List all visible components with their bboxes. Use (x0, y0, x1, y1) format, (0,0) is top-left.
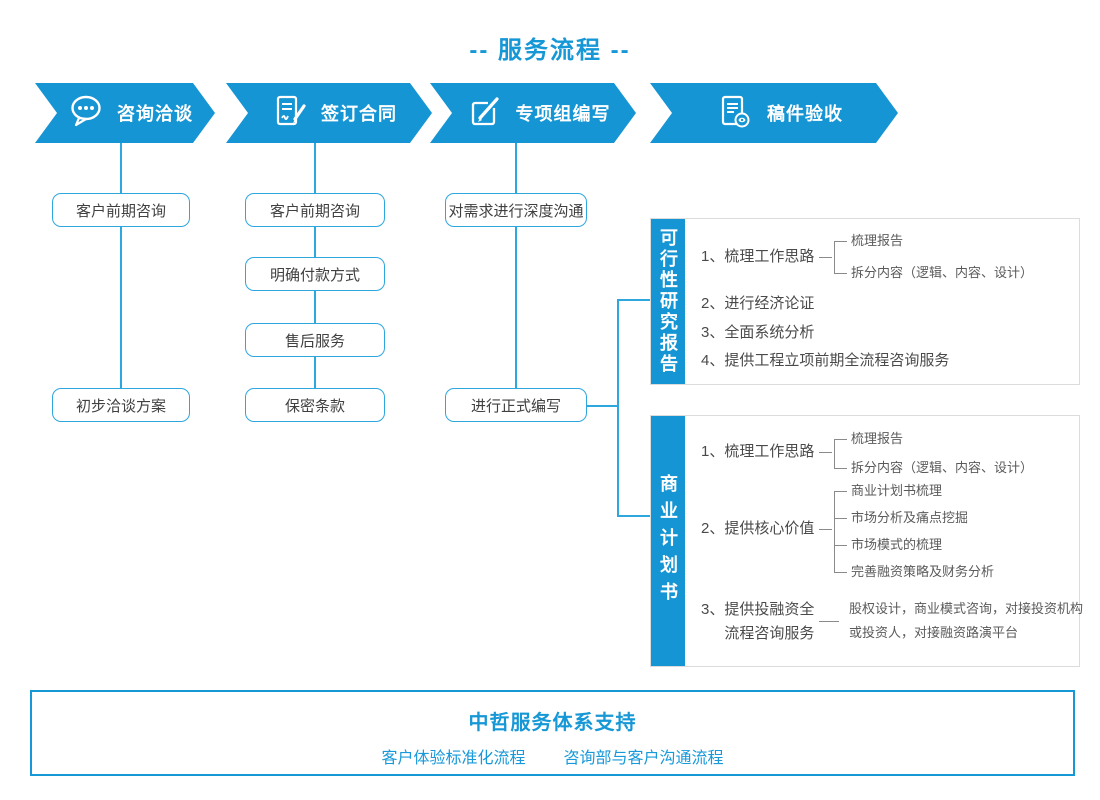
connector-line (120, 143, 122, 193)
chat-bubble-icon (67, 94, 105, 133)
footer-title: 中哲服务体系支持 (468, 712, 637, 734)
bracket-line (819, 257, 832, 258)
step-consultation: 咨询洽谈 (35, 83, 215, 143)
flow-box: 对需求进行深度沟通 (445, 193, 587, 227)
item-number: 4、 (701, 352, 725, 369)
item-label: 提供核心价值 (724, 520, 815, 537)
sub-item: 梳理报告 (851, 431, 904, 446)
page-title: -- 服务流程 -- (469, 37, 631, 64)
connector-line (617, 299, 619, 517)
section-item: 1、 梳理工作思路 (701, 442, 814, 462)
item-number: 3、 (701, 324, 725, 341)
sub-item: 梳理报告 (851, 233, 904, 248)
footer-link-consulting-communication[interactable]: 咨询部与客户沟通流程 (563, 750, 724, 767)
item-note: 股权设计，商业模式咨询，对接投资机构或投资人，对接融资路演平台 (849, 601, 1084, 640)
connector-line (314, 143, 316, 193)
flow-box: 保密条款 (245, 388, 385, 422)
connector-line (515, 227, 517, 388)
bracket-line (819, 621, 839, 622)
step-sign-contract: 签订合同 (226, 83, 432, 143)
section-feasibility-report: 可行性研究报告 1、 梳理工作思路 梳理报告 拆分内容（逻辑、内容、设计） 2、… (650, 218, 1080, 385)
bracket-line (834, 241, 847, 242)
sub-item: 拆分内容（逻辑、内容、设计） (851, 460, 1034, 475)
step-label: 专项组编写 (515, 104, 611, 124)
bracket-line (819, 452, 832, 453)
flow-box: 客户前期咨询 (245, 193, 385, 227)
footer-link-customer-experience[interactable]: 客户体验标准化流程 (381, 750, 526, 767)
item-number: 1、 (701, 248, 725, 265)
footer-links: 客户体验标准化流程 咨询部与客户沟通流程 (32, 744, 1073, 768)
bracket-line (834, 273, 847, 274)
sub-item: 完善融资策略及财务分析 (851, 564, 995, 579)
flow-box: 明确付款方式 (245, 257, 385, 291)
item-number: 2、 (701, 295, 725, 312)
flow-box: 客户前期咨询 (52, 193, 190, 227)
item-label: 提供工程立项前期全流程咨询服务 (724, 352, 950, 369)
item-number: 1、 (701, 443, 725, 460)
item-label: 提供投融资全流程咨询服务 (724, 601, 815, 642)
flow-box-label: 售后服务 (284, 332, 345, 350)
flow-box-label: 明确付款方式 (269, 266, 360, 284)
step-label: 稿件验收 (767, 104, 843, 124)
section-bar-label: 商业计划书 (651, 416, 685, 666)
connector-line (515, 143, 517, 193)
connector-line (314, 291, 316, 323)
flow-box: 进行正式编写 (445, 388, 587, 422)
item-label: 梳理工作思路 (724, 443, 815, 460)
section-business-plan: 商业计划书 1、 梳理工作思路 梳理报告 拆分内容（逻辑、内容、设计） 2、 提… (650, 415, 1083, 667)
flow-box-label: 客户前期咨询 (269, 202, 360, 220)
flow-box-label: 保密条款 (284, 397, 345, 415)
flow-box-label: 对需求进行深度沟通 (448, 202, 584, 220)
step-label: 咨询洽谈 (117, 104, 193, 124)
sub-item: 市场分析及痛点挖掘 (851, 510, 969, 525)
flow-box-label: 初步洽谈方案 (75, 397, 166, 415)
step-label: 签订合同 (321, 104, 397, 124)
item-number: 3、 (701, 601, 725, 618)
section-item: 2、 提供核心价值 (701, 519, 814, 539)
flow-box: 初步洽谈方案 (52, 388, 190, 422)
flow-box-label: 进行正式编写 (470, 397, 561, 415)
section-bar-label: 可行性研究报告 (651, 219, 685, 384)
edit-pencil-icon (466, 94, 504, 133)
bracket-line (834, 491, 847, 492)
footer-support-box: 中哲服务体系支持 客户体验标准化流程 咨询部与客户沟通流程 (30, 690, 1075, 776)
item-label: 梳理工作思路 (724, 248, 815, 265)
flow-box: 售后服务 (245, 323, 385, 357)
sub-item: 商业计划书梳理 (851, 483, 943, 498)
item-label: 进行经济论证 (724, 295, 815, 312)
bracket-line (834, 241, 835, 274)
bracket-line (834, 518, 847, 519)
bracket-line (819, 529, 832, 530)
connector-line (314, 227, 316, 257)
bracket-line (834, 468, 847, 469)
step-manuscript-acceptance: 稿件验收 (650, 83, 898, 143)
sub-item: 拆分内容（逻辑、内容、设计） (851, 265, 1034, 280)
section-item: 4、 提供工程立项前期全流程咨询服务 (701, 351, 949, 371)
section-item: 2、 进行经济论证 (701, 294, 814, 314)
step-team-writing: 专项组编写 (430, 83, 636, 143)
document-review-icon (715, 93, 755, 134)
connector-line (587, 405, 618, 407)
bracket-line (834, 439, 835, 469)
connector-line (120, 227, 122, 388)
section-item: 3、 全面系统分析 (701, 323, 814, 343)
section-item: 3、 提供投融资全流程咨询服务 (701, 598, 820, 646)
bracket-line (834, 545, 847, 546)
connector-line (617, 515, 650, 517)
item-number: 2、 (701, 520, 725, 537)
bracket-line (834, 439, 847, 440)
contract-sign-icon (271, 93, 309, 134)
item-label: 全面系统分析 (724, 324, 815, 341)
sub-item: 市场模式的梳理 (851, 537, 943, 552)
section-item: 1、 梳理工作思路 (701, 247, 814, 267)
bracket-line (834, 491, 835, 573)
connector-line (617, 299, 650, 301)
connector-line (314, 357, 316, 388)
bracket-line (834, 572, 847, 573)
flow-box-label: 客户前期咨询 (75, 202, 166, 220)
